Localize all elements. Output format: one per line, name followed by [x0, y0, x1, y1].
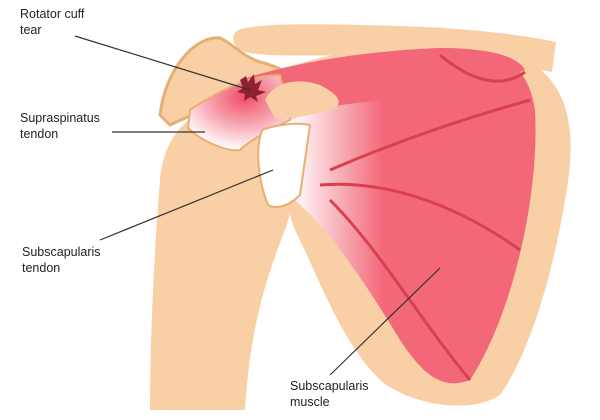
leader-lines: [74, 35, 441, 376]
label-line: Supraspinatus: [20, 111, 100, 125]
subscapularis-tendon: [257, 122, 312, 208]
tear-mark: [237, 74, 266, 102]
label-rotator-cuff-tear: Rotator cuff tear: [20, 6, 84, 38]
subscapularis-muscle: [258, 51, 536, 384]
muscle-fiber-lines: [319, 53, 531, 381]
humerus-bone: [150, 105, 295, 411]
coracoid-process: [265, 81, 339, 119]
label-line: tendon: [20, 127, 59, 141]
label-line: Subscapularis: [290, 379, 369, 393]
label-subscapularis-tendon: Subscapularis tendon: [22, 244, 101, 276]
label-line: Subscapularis: [22, 245, 101, 259]
label-subscapularis-muscle: Subscapularis muscle: [290, 378, 369, 410]
label-supraspinatus-tendon: Supraspinatus tendon: [20, 110, 100, 142]
label-line: muscle: [290, 395, 330, 409]
label-line: tear: [20, 23, 42, 37]
label-line: tendon: [22, 261, 61, 275]
label-line: Rotator cuff: [20, 7, 85, 21]
